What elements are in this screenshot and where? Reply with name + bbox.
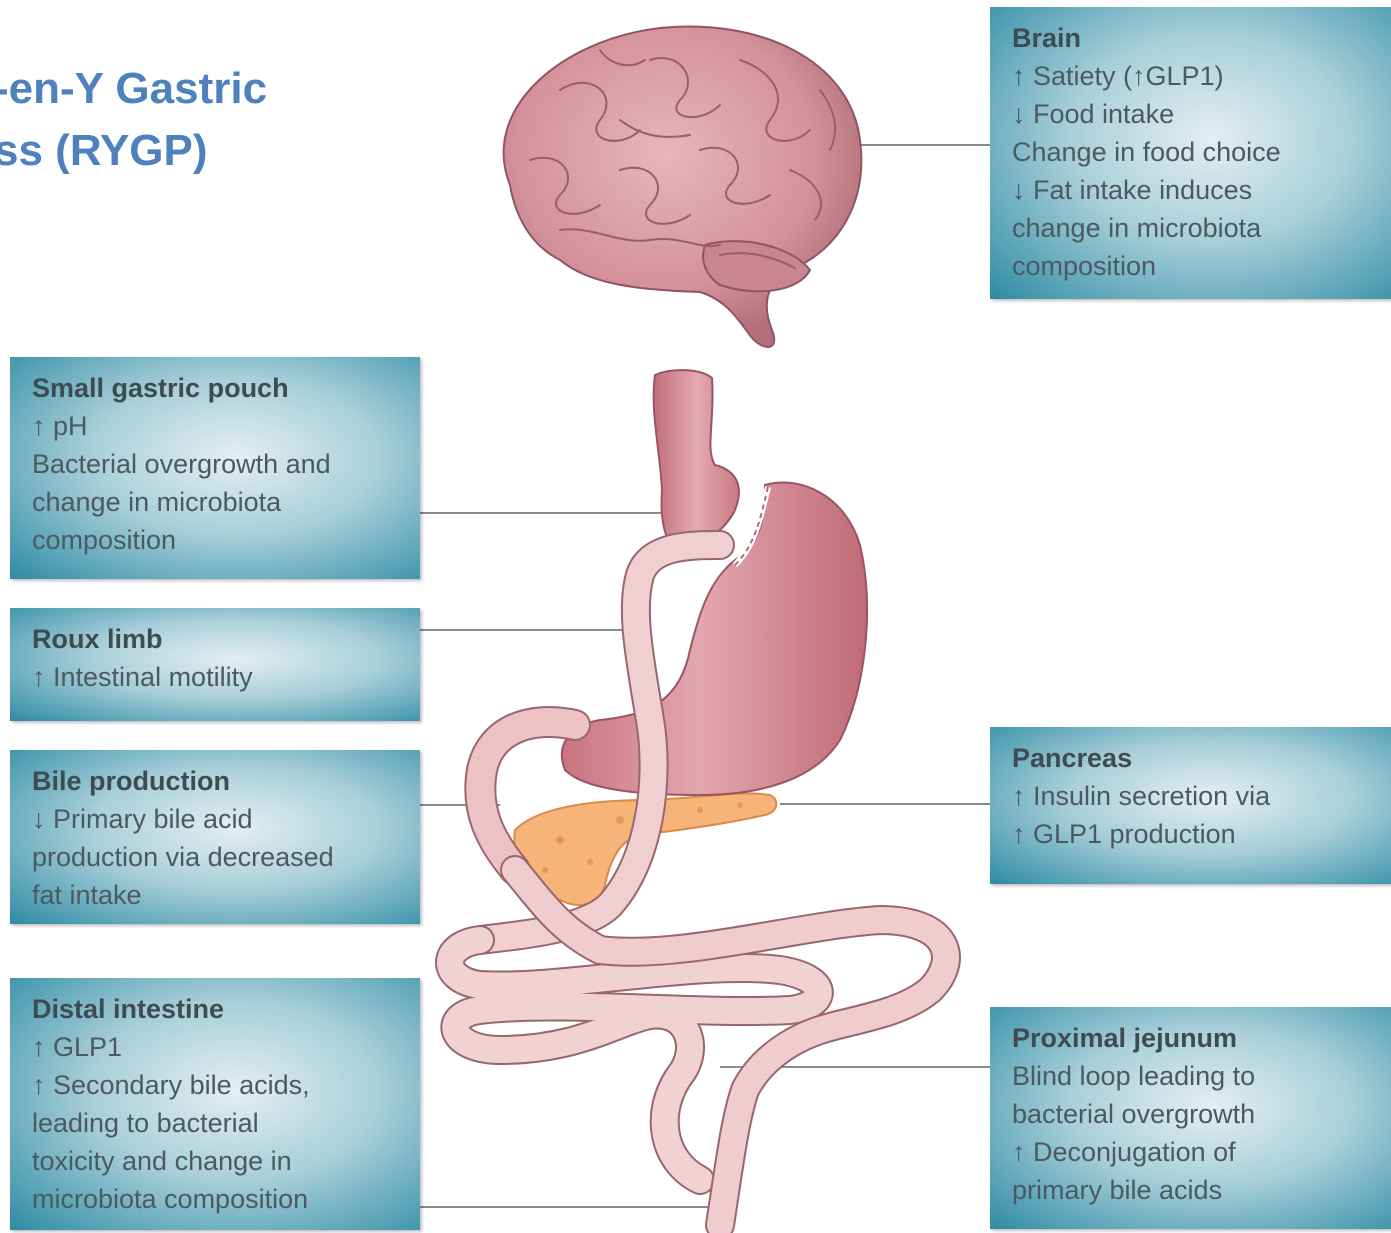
jejunum-line: bacterial overgrowth: [1012, 1095, 1377, 1133]
brain-line: ↓ Fat intake induces: [1012, 171, 1377, 209]
bile-heading: Bile production: [32, 762, 406, 800]
roux-limb-box: Roux limb ↑ Intestinal motility: [10, 608, 420, 721]
distal-line: ↑ Secondary bile acids,: [32, 1066, 406, 1104]
brain-line: change in microbiota: [1012, 209, 1377, 247]
distal-intestine-box: Distal intestine ↑ GLP1 ↑ Secondary bile…: [10, 978, 420, 1230]
pancreas-box: Pancreas ↑ Insulin secretion via ↑ GLP1 …: [990, 727, 1391, 884]
brain-drawing: [504, 27, 862, 347]
pouch-line: ↑ pH: [32, 407, 406, 445]
distal-line: ↑ GLP1: [32, 1028, 406, 1066]
brain-line: Change in food choice: [1012, 133, 1377, 171]
pouch-line: change in microbiota: [32, 483, 406, 521]
jejunum-line: ↑ Deconjugation of: [1012, 1133, 1377, 1171]
distal-line: leading to bacterial: [32, 1104, 406, 1142]
jejunum-line: Blind loop leading to: [1012, 1057, 1377, 1095]
gastric-pouch-drawing: [654, 370, 739, 548]
brain-line: ↓ Food intake: [1012, 95, 1377, 133]
pancreas-line: ↑ Insulin secretion via: [1012, 777, 1377, 815]
pancreas-heading: Pancreas: [1012, 739, 1377, 777]
distal-line: microbiota composition: [32, 1180, 406, 1218]
bile-line: production via decreased: [32, 838, 406, 876]
proximal-jejunum-box: Proximal jejunum Blind loop leading to b…: [990, 1007, 1391, 1229]
distal-line: toxicity and change in: [32, 1142, 406, 1180]
pouch-line: Bacterial overgrowth and: [32, 445, 406, 483]
brain-line: ↑ Satiety (↑GLP1): [1012, 57, 1377, 95]
roux-heading: Roux limb: [32, 620, 406, 658]
bile-line: fat intake: [32, 876, 406, 914]
pouch-heading: Small gastric pouch: [32, 369, 406, 407]
jejunum-line: primary bile acids: [1012, 1171, 1377, 1209]
distal-heading: Distal intestine: [32, 990, 406, 1028]
gastric-pouch-box: Small gastric pouch ↑ pH Bacterial overg…: [10, 357, 420, 579]
roux-line: ↑ Intestinal motility: [32, 658, 406, 696]
bile-line: ↓ Primary bile acid: [32, 800, 406, 838]
jejunum-heading: Proximal jejunum: [1012, 1019, 1377, 1057]
brain-heading: Brain: [1012, 19, 1377, 57]
brain-box: Brain ↑ Satiety (↑GLP1) ↓ Food intake Ch…: [990, 7, 1391, 299]
pancreas-line: ↑ GLP1 production: [1012, 815, 1377, 853]
brain-line: composition: [1012, 247, 1377, 285]
bile-production-box: Bile production ↓ Primary bile acid prod…: [10, 750, 420, 924]
pouch-line: composition: [32, 521, 406, 559]
